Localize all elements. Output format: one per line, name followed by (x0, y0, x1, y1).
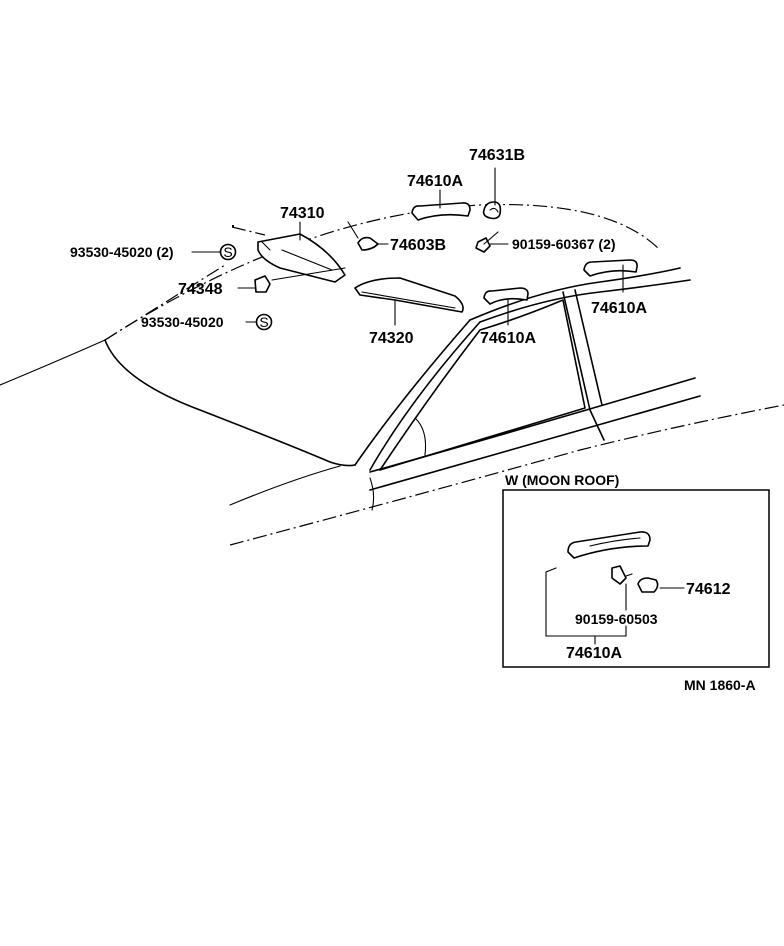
label-74603B: 74603B (390, 237, 446, 254)
assist-grip-mid (483, 287, 529, 305)
label-93530-45020-2: 93530-45020 (2) (70, 244, 174, 260)
part-labels: 74631B 74610A 74310 74603B 90159-60367 (… (70, 147, 647, 347)
label-93530-45020: 93530-45020 (141, 314, 224, 330)
screw-symbol-2: S (255, 313, 273, 331)
label-74610A-right: 74610A (591, 300, 647, 317)
cap-74603B (357, 236, 379, 251)
label-90159-60503: 90159-60503 (575, 611, 658, 627)
svg-text:S: S (259, 314, 268, 330)
assist-grips (347, 201, 638, 305)
moon-roof-inset: W (MOON ROOF) 74612 90159-60503 74610A (502, 472, 770, 668)
visor-clip (254, 275, 271, 293)
label-74610A-inset: 74610A (566, 645, 622, 662)
svg-text:S: S (223, 244, 232, 260)
inset-assist-grip (567, 531, 651, 559)
label-74610A-top: 74610A (407, 173, 463, 190)
label-90159-60367: 90159-60367 (2) (512, 236, 616, 252)
label-74320: 74320 (369, 330, 414, 347)
label-74610A-mid: 74610A (480, 330, 536, 347)
sun-visor-assembly (231, 225, 464, 313)
assist-grip-top (411, 202, 471, 221)
label-74612: 74612 (686, 581, 731, 598)
label-74348: 74348 (178, 281, 223, 298)
drawing-reference: MN 1860-A (684, 677, 756, 693)
label-74310: 74310 (280, 205, 325, 222)
screw-symbol-1: S (219, 243, 237, 261)
clip-74631B (482, 201, 502, 220)
leader-lines (191, 167, 624, 326)
assist-grip-right (583, 259, 638, 277)
label-74631B: 74631B (469, 147, 525, 164)
sun-visor-right (354, 277, 464, 313)
inset-screw (611, 565, 627, 585)
inset-title: W (MOON ROOF) (505, 472, 619, 488)
inset-cap-74612 (637, 577, 659, 593)
